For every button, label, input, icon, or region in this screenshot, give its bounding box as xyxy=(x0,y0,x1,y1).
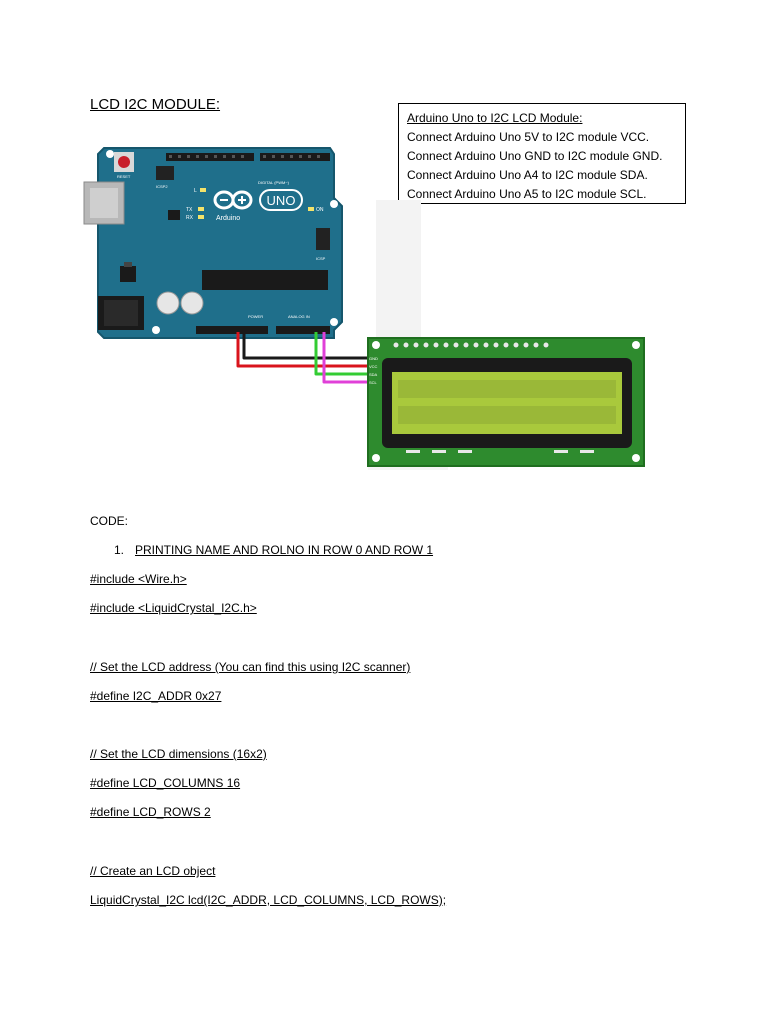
led-rx xyxy=(198,215,204,219)
list-number: 1. xyxy=(114,543,125,557)
analog-label: ANALOG IN xyxy=(288,314,310,319)
code-line: #include <Wire.h> xyxy=(90,572,187,586)
page-title: LCD I2C MODULE: xyxy=(90,96,221,113)
reset-button xyxy=(114,152,134,172)
led-label-rx: RX xyxy=(186,215,194,221)
capacitor xyxy=(156,291,180,315)
reset-label: RESET xyxy=(117,174,131,179)
capacitor xyxy=(180,291,204,315)
wiring-diagram: RESET ICSP2 DIGITAL (PWM~) UNO Arduino xyxy=(83,147,645,470)
code-line: // Create an LCD object xyxy=(90,864,216,878)
code-line: // Set the LCD dimensions (16x2) xyxy=(90,747,267,761)
wire-scl-magenta xyxy=(322,332,376,384)
code-label: CODE: xyxy=(90,514,129,528)
icsp-label: ICSP xyxy=(316,256,326,261)
code-line: #define I2C_ADDR 0x27 xyxy=(90,689,222,703)
analog-header xyxy=(276,326,330,334)
lcd-module: GND VCC SDA SCL xyxy=(367,337,645,467)
list-item-heading: PRINTING NAME AND ROLNO IN ROW 0 AND ROW… xyxy=(135,543,434,557)
led-label-tx: TX xyxy=(186,207,193,213)
wire-sda-green xyxy=(314,332,376,376)
led-on xyxy=(308,207,314,211)
power-header xyxy=(196,326,268,334)
wire-5v-red xyxy=(236,332,376,368)
lcd-pin-gnd: GND xyxy=(369,356,378,361)
wire-gnd-black xyxy=(242,332,376,360)
digital-header-right xyxy=(260,153,330,161)
info-line: Connect Arduino Uno A4 to I2C module SDA… xyxy=(407,168,648,182)
code-line: LiquidCrystal_I2C lcd(I2C_ADDR, LCD_COLU… xyxy=(90,893,447,907)
digital-header-left xyxy=(166,153,254,161)
info-line: Connect Arduino Uno 5V to I2C module VCC… xyxy=(407,130,650,144)
lcd-pin-sda: SDA xyxy=(369,372,378,377)
arduino-logo xyxy=(213,190,253,210)
code-line: #include <LiquidCrystal_I2C.h> xyxy=(90,601,257,615)
led-tx xyxy=(198,207,204,211)
voltage-regulator xyxy=(168,210,180,220)
wires xyxy=(236,332,376,384)
connection-info-box: Arduino Uno to I2C LCD Module: Connect A… xyxy=(398,103,686,204)
info-line: Connect Arduino Uno A5 to I2C module SCL… xyxy=(407,187,647,201)
led-l xyxy=(200,188,206,192)
board-brand: Arduino xyxy=(216,215,240,222)
code-line: #define LCD_ROWS 2 xyxy=(90,805,211,819)
code-line: // Set the LCD address (You can find thi… xyxy=(90,660,411,674)
icsp2-header xyxy=(156,166,174,180)
info-box-heading: Arduino Uno to I2C LCD Module: xyxy=(407,111,583,125)
led-label-l: L xyxy=(194,188,197,194)
icsp2-label: ICSP2 xyxy=(156,184,168,189)
microcontroller-chip xyxy=(202,270,328,290)
lcd-pin-scl: SCL xyxy=(369,380,378,385)
power-label: POWER xyxy=(248,314,263,319)
code-line: #define LCD_COLUMNS 16 xyxy=(90,776,241,790)
lcd-pin-vcc: VCC xyxy=(369,364,378,369)
digital-label: DIGITAL (PWM~) xyxy=(258,180,290,185)
info-line: Connect Arduino Uno GND to I2C module GN… xyxy=(407,149,663,163)
on-label: ON xyxy=(316,207,324,213)
board-model: UNO xyxy=(267,193,296,208)
icsp-header xyxy=(316,228,330,250)
arduino-uno-board: RESET ICSP2 DIGITAL (PWM~) UNO Arduino xyxy=(83,147,343,339)
